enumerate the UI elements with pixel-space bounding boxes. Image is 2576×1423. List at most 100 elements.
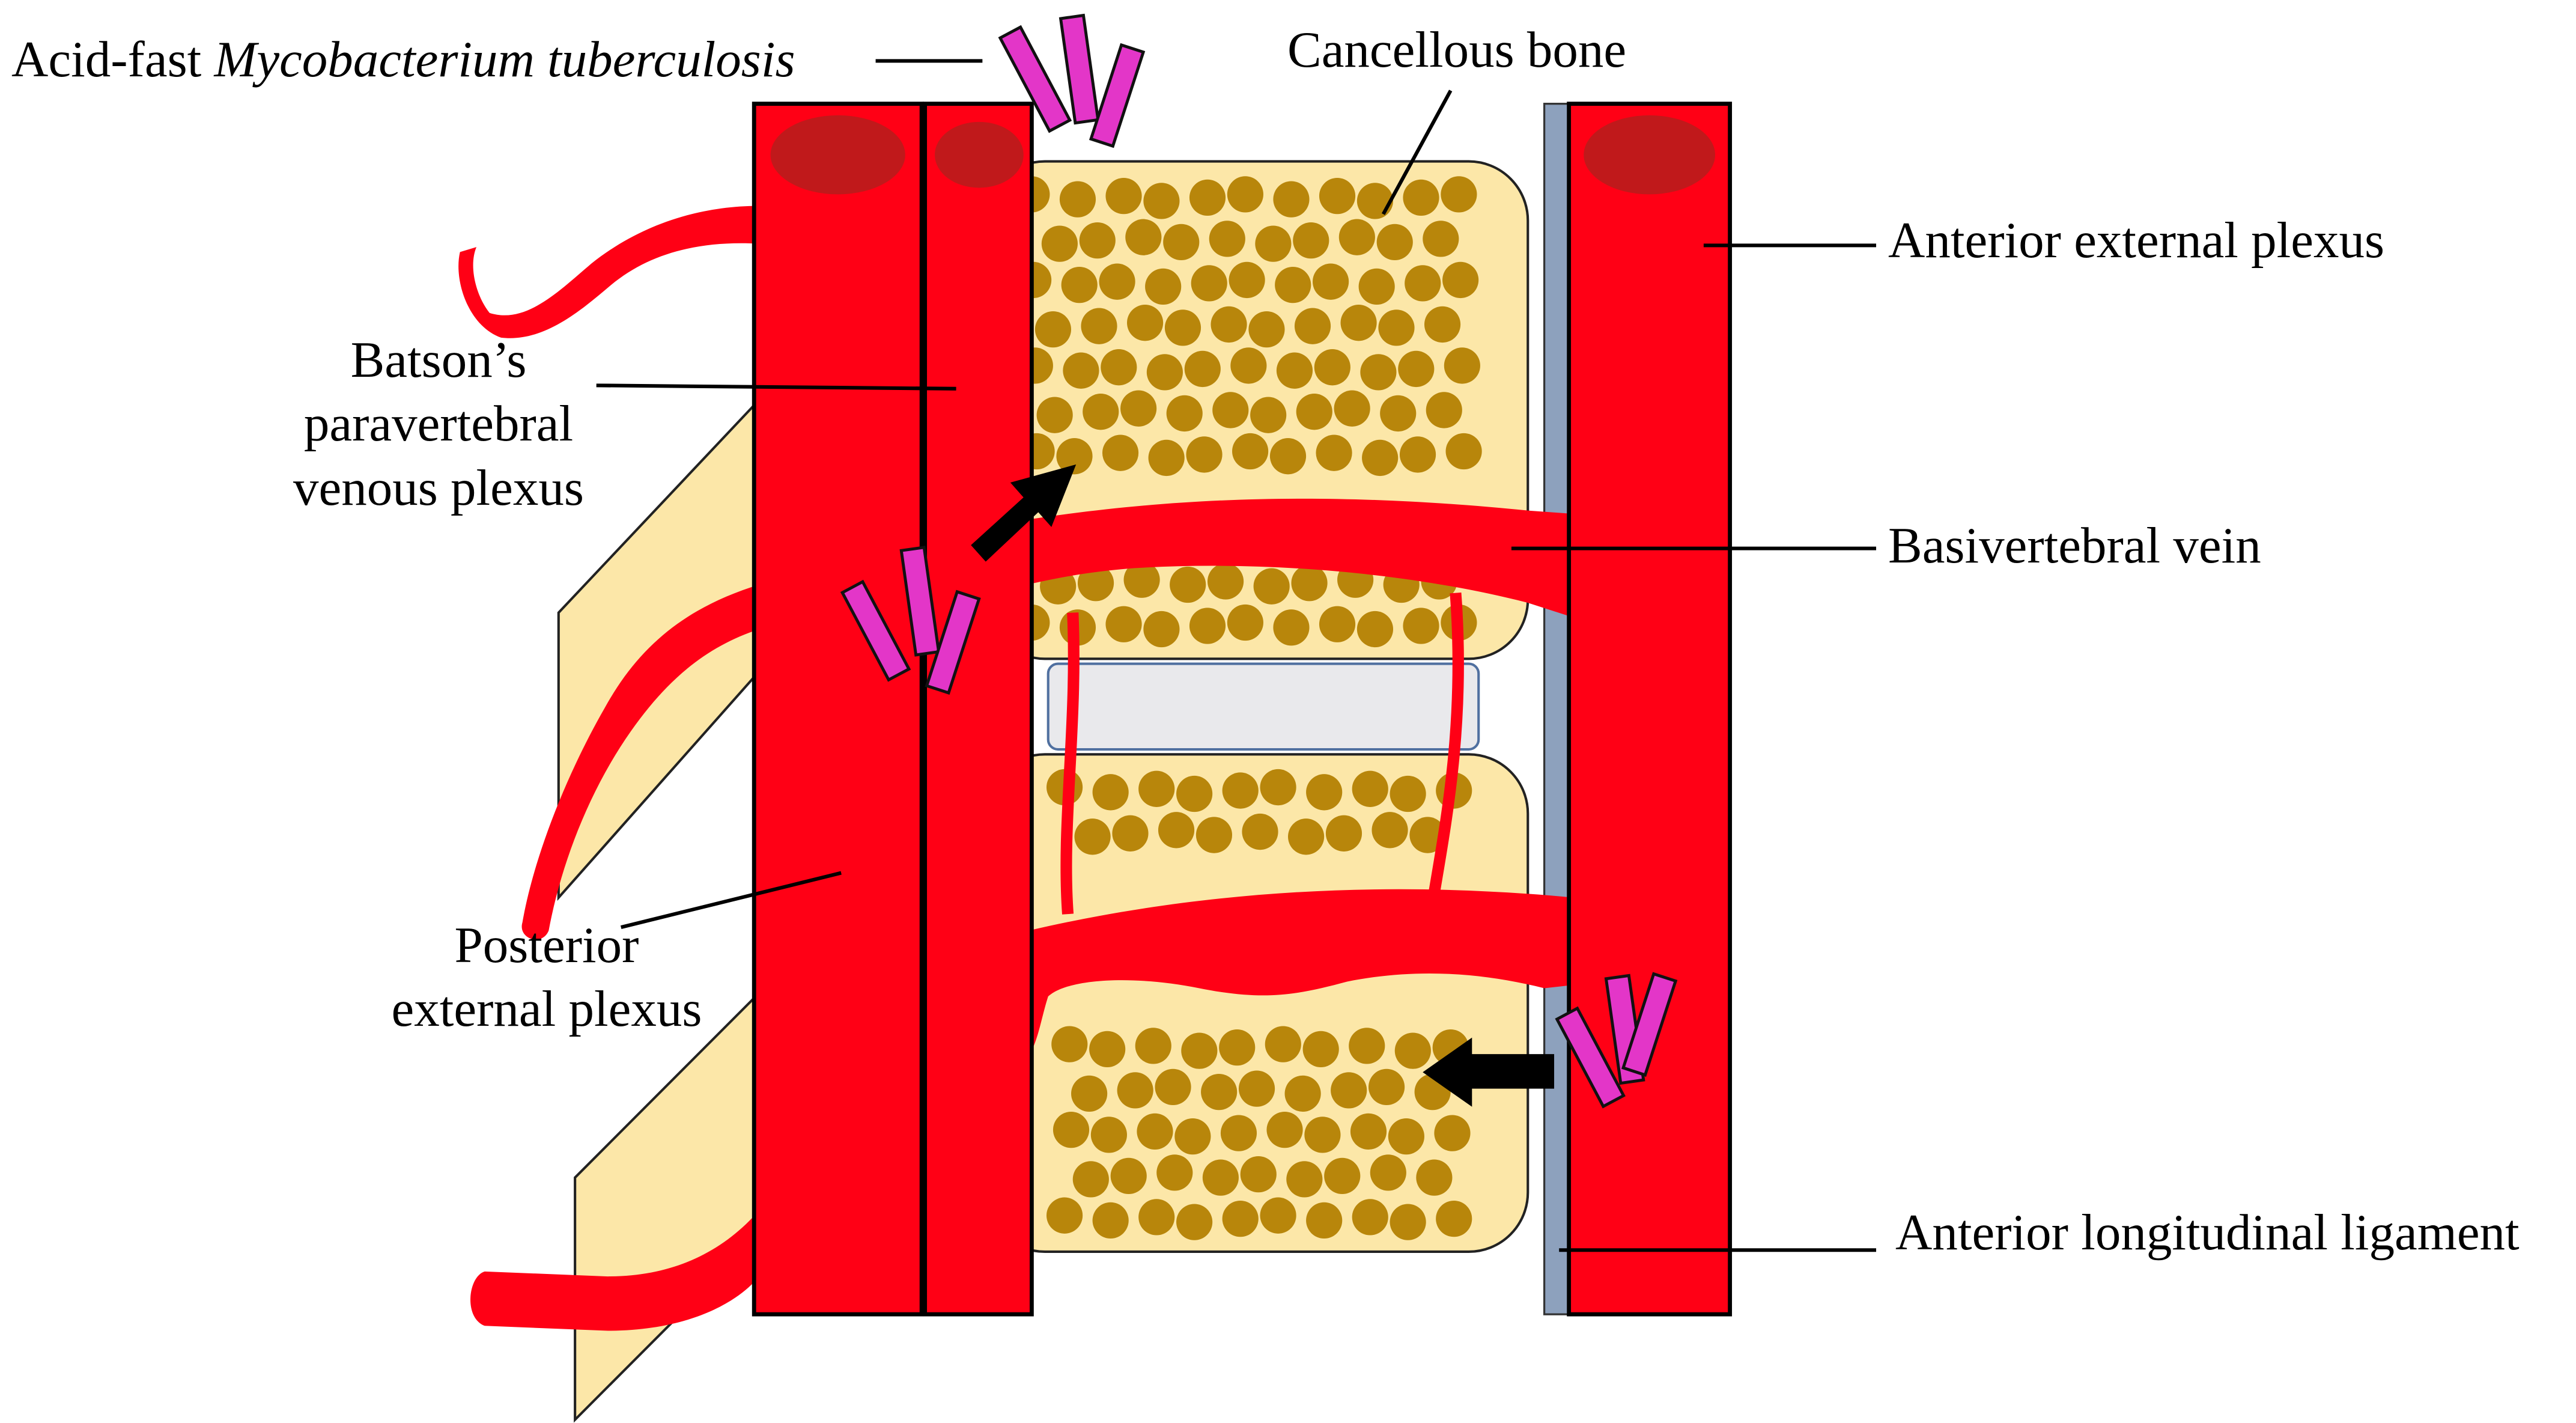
- trabecula-dot: [1222, 1201, 1259, 1237]
- trabecula-dot: [1253, 568, 1290, 605]
- trabecula-dot: [1071, 1075, 1108, 1112]
- intervertebral-disc: [1046, 662, 1480, 751]
- spread-arrows: [971, 464, 1555, 1107]
- trabecula-dot: [1230, 347, 1267, 384]
- trabecula-dot: [1352, 1199, 1388, 1236]
- trabecula-dot: [1255, 225, 1292, 262]
- trabecula-dot: [1191, 265, 1227, 302]
- trabecula-dot: [1155, 1068, 1191, 1106]
- trabecula-dot: [1325, 815, 1362, 852]
- trabecula-dot: [1166, 395, 1203, 432]
- label-batson-plexus: Batson’s paravertebral venous plexus: [293, 332, 584, 516]
- label-basivertebral-vein: Basivertebral vein: [1888, 517, 2261, 574]
- trabecula-dot: [1101, 349, 1137, 386]
- trabecula-dot: [1313, 263, 1349, 300]
- trabecula-dot: [1209, 221, 1245, 257]
- trabecula-dot: [1201, 1073, 1238, 1111]
- basivertebral-vein-lower: [982, 889, 1574, 1091]
- trabecula-dot: [1208, 563, 1244, 600]
- trabecula-dot: [1302, 1031, 1339, 1067]
- trabecula-dot: [1334, 390, 1370, 427]
- trabecula-dot: [1092, 1202, 1129, 1239]
- trabecula-dot: [1269, 438, 1307, 475]
- trabecula-dot: [1059, 181, 1096, 218]
- trabecula-dot: [1442, 261, 1479, 299]
- label-bacteria: Acid-fast Mycobacterium tuberculosis: [11, 31, 795, 88]
- arrow-into-lower-vertebra: [1423, 1037, 1555, 1107]
- trabecula-dot: [1360, 354, 1397, 391]
- trabecula-dot: [1441, 176, 1477, 213]
- trabecula-dot: [1314, 349, 1350, 386]
- trabecula-dot: [1324, 1157, 1361, 1195]
- trabecula-dot: [1077, 565, 1114, 602]
- bacilli: [840, 13, 1678, 1109]
- trabecula-dot: [1306, 774, 1343, 811]
- trabecula-dot: [1034, 311, 1072, 348]
- trabecula-dot: [1053, 1112, 1090, 1148]
- posterior-vein-bottom-left: [470, 1210, 759, 1331]
- trabecula-dot: [1189, 179, 1226, 216]
- trabecula-dot: [1398, 350, 1435, 388]
- trabecula-dot: [1090, 1117, 1127, 1153]
- trabecula-dot: [1260, 1197, 1296, 1234]
- trabecula-dot: [1436, 1201, 1472, 1237]
- trabecula-dot: [1145, 268, 1182, 305]
- trabecula-dot: [1338, 219, 1375, 255]
- label-anterior-longitudinal-ligament: Anterior longitudinal ligament: [1895, 1204, 2520, 1261]
- trabecula-dot: [1143, 183, 1180, 219]
- trabecula-dot: [1063, 352, 1099, 389]
- trabecula-dot: [1356, 183, 1394, 219]
- trabecula-dot: [1356, 611, 1394, 648]
- trabecula-dot: [1181, 1032, 1218, 1069]
- trabecula-dot: [1219, 1029, 1256, 1066]
- trabecula-dot: [1238, 1070, 1275, 1107]
- trabecula-dot: [1148, 439, 1185, 477]
- label-posterior-external-plexus: Posterior external plexus: [391, 917, 702, 1038]
- posterior-vein-top-left: [458, 206, 759, 338]
- trabecula-dot: [1240, 1156, 1277, 1193]
- trabecula-dot: [1316, 434, 1352, 471]
- vertical-communicating-vein-left: [1060, 612, 1080, 915]
- trabecula-dot: [1170, 566, 1206, 603]
- trabecula-dot: [1184, 350, 1221, 388]
- trabecula-dot: [1227, 604, 1263, 641]
- trabecula-dot: [1306, 1202, 1343, 1239]
- trabecula-dot: [1424, 306, 1461, 343]
- trabecula-dot: [1403, 608, 1439, 644]
- leader-batson: [596, 383, 956, 391]
- trabecula-dot: [1051, 1026, 1088, 1062]
- trabecula-dot: [1403, 179, 1439, 216]
- bacilli-cluster-middle: [840, 546, 981, 695]
- trabecula-dot: [1229, 261, 1265, 299]
- trabecula-dot: [1376, 224, 1413, 261]
- trabecula-dot: [1288, 818, 1325, 855]
- trabecula-dot: [1296, 394, 1332, 430]
- trabecula-dot: [1102, 434, 1139, 471]
- trabecula-dot: [1158, 812, 1195, 849]
- trabecula-dot: [1036, 397, 1073, 433]
- trabecula-dot: [1112, 815, 1149, 852]
- trabecula-dot: [1089, 1031, 1126, 1067]
- trabecula-dot: [1248, 311, 1285, 348]
- trabecula-dot: [1212, 392, 1249, 428]
- trabecula-dot: [1340, 305, 1377, 341]
- trabecula-dot: [1220, 1115, 1257, 1151]
- trabecula-dot: [1394, 1032, 1431, 1069]
- trabecula-dot: [1079, 222, 1116, 259]
- anterior-external-plexus-column: [1567, 102, 1733, 1317]
- trabecula-dot: [1286, 1161, 1323, 1198]
- trabecula-dot: [1164, 309, 1201, 346]
- trabecula-dot: [1074, 818, 1111, 855]
- trabecula-dot: [1445, 433, 1482, 470]
- trabecula-dot: [1423, 221, 1459, 257]
- trabecula-dot: [1163, 224, 1200, 261]
- bacilli-cluster-top: [998, 13, 1146, 148]
- trabecula-dot: [1189, 608, 1226, 644]
- batson-paravertebral-plexus-column: [923, 102, 1034, 1317]
- trabecula-dot: [1293, 222, 1329, 259]
- trabecula-dot: [1138, 1199, 1175, 1236]
- trabecula-dot: [1319, 178, 1356, 215]
- trabecula-dot: [1146, 354, 1183, 391]
- trabecula-dot: [1232, 433, 1269, 470]
